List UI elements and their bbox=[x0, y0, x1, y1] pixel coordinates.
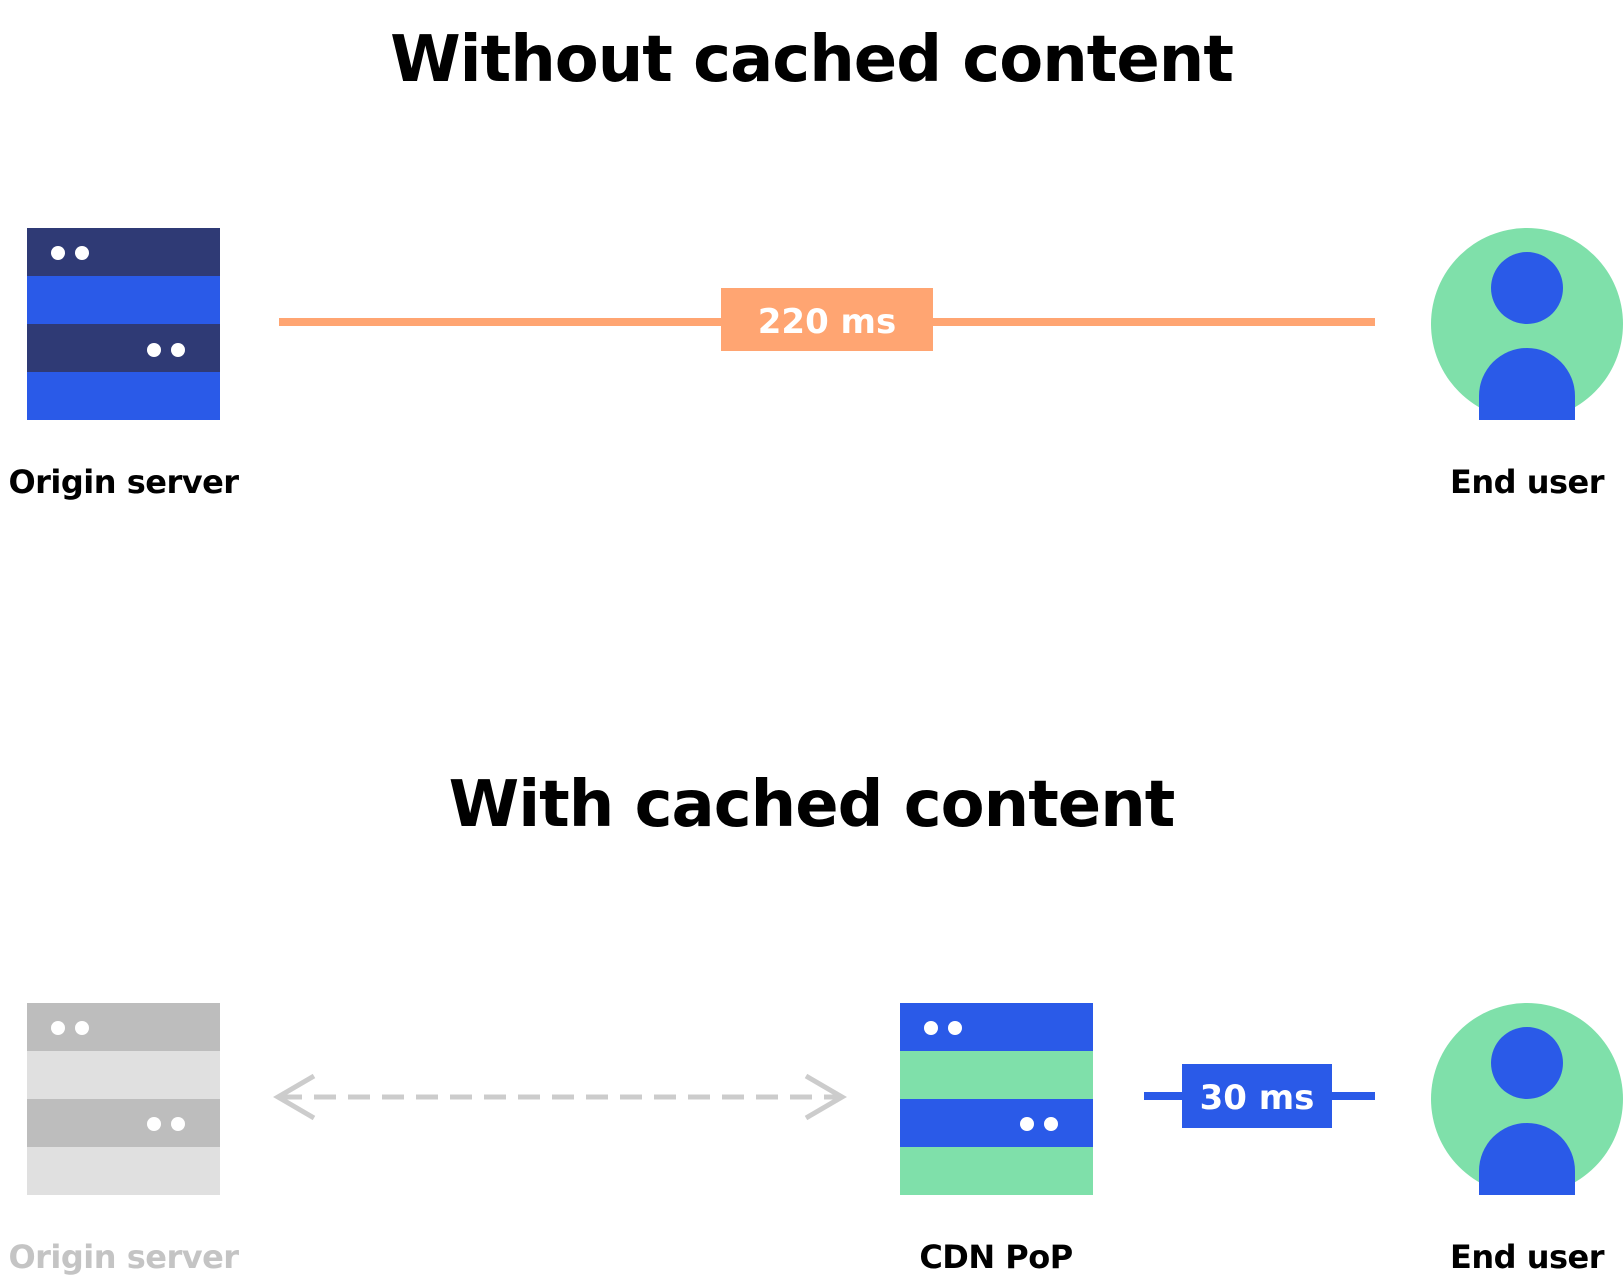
end-user-label: End user bbox=[1450, 1238, 1605, 1276]
latency-badge bbox=[1182, 1064, 1332, 1128]
title-without-cache: Without cached content bbox=[390, 23, 1234, 97]
dashed-double-arrow bbox=[273, 1073, 847, 1121]
end-user-icon bbox=[1431, 1003, 1623, 1195]
cdn-pop-label: CDN PoP bbox=[919, 1238, 1073, 1276]
latency-connection-220: 220 ms bbox=[279, 288, 1375, 351]
origin-server-icon bbox=[27, 228, 220, 420]
latency-badge bbox=[721, 288, 933, 351]
origin-server-label: Origin server bbox=[8, 463, 239, 501]
cdn-pop-server-icon bbox=[900, 1003, 1093, 1195]
end-user-label: End user bbox=[1450, 463, 1605, 501]
origin-server-muted-label: Origin server bbox=[8, 1238, 239, 1276]
title-with-cache: With cached content bbox=[448, 768, 1176, 842]
latency-badge-text: 220 ms bbox=[758, 302, 896, 342]
latency-connection-30: 30 ms bbox=[1144, 1064, 1375, 1128]
end-user-icon bbox=[1431, 228, 1623, 420]
origin-server-muted-icon bbox=[27, 1003, 220, 1195]
latency-badge-text: 30 ms bbox=[1200, 1078, 1315, 1118]
